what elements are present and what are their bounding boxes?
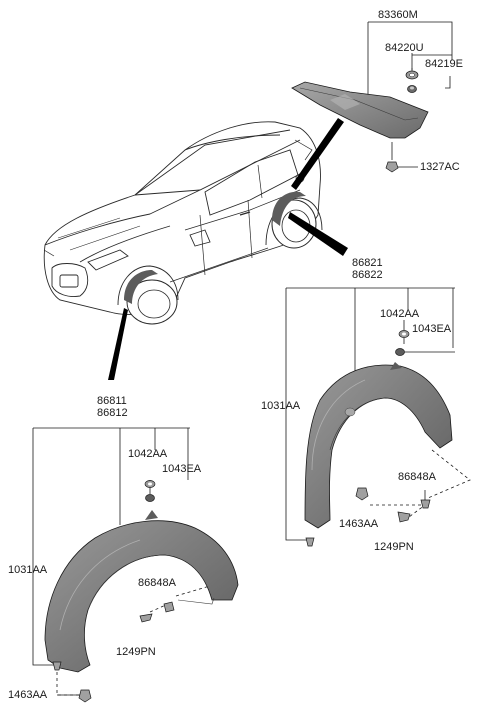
label-front-liner-b: 86812 — [97, 407, 128, 419]
label-front-washer: 1043EA — [162, 463, 202, 475]
label-rear-screw-a: 1463AA — [339, 518, 379, 530]
label-rear-liner-b: 86822 — [352, 269, 383, 281]
rear-liner-fasteners — [305, 330, 431, 547]
label-front-bolt-left: 1031AA — [8, 564, 48, 576]
label-front-liner-a: 86811 — [97, 395, 127, 407]
label-rear-liner-a: 86821 — [352, 257, 383, 269]
mud-guard-part — [291, 81, 429, 139]
label-rear-nut: 1042AA — [380, 308, 420, 320]
label-rear-washer: 1043EA — [412, 323, 452, 335]
label-rear-screw-b: 1249PN — [374, 541, 414, 553]
label-mg-screw: 1327AC — [420, 161, 460, 173]
label-rear-bolt-left: 1031AA — [261, 400, 301, 412]
label-mud-guard: 83360M — [378, 9, 418, 21]
mud-guard-fasteners — [385, 70, 419, 173]
label-mg-grommet: 84220U — [385, 42, 424, 54]
rear-liner-part — [304, 362, 453, 529]
label-front-clip: 86848A — [138, 577, 176, 589]
car-illustration — [43, 121, 323, 315]
label-front-nut: 1042AA — [128, 448, 168, 460]
label-rear-clip: 86848A — [398, 471, 436, 483]
label-front-screw-bottom: 1463AA — [8, 689, 48, 701]
label-front-screw-b: 1249PN — [116, 646, 156, 658]
front-liner-fasteners — [52, 480, 175, 703]
car-liner-highlights — [124, 191, 306, 304]
label-mg-clip: 84219E — [425, 58, 463, 70]
front-liner-part — [44, 510, 239, 673]
callout-wedges — [108, 118, 348, 380]
